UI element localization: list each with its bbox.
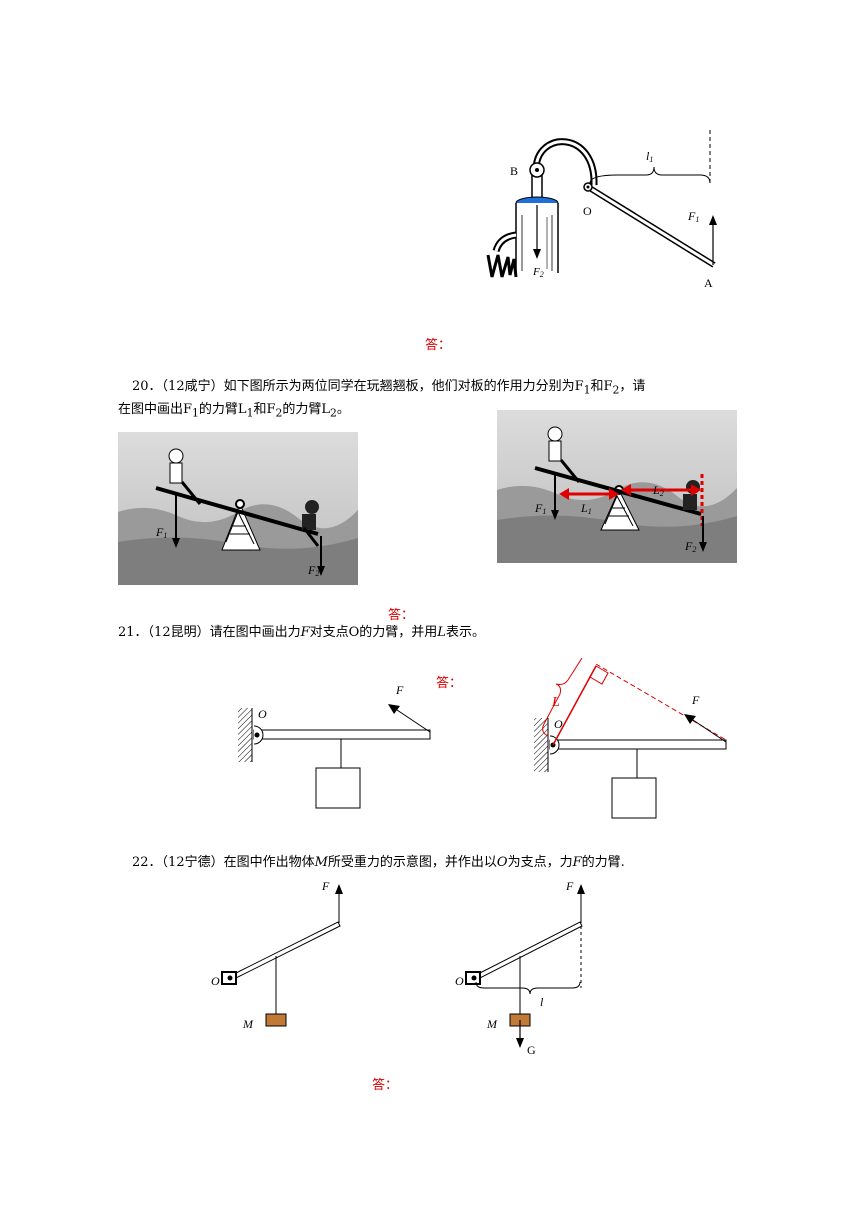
q20-question-text: 20．（12咸宁）如下图所示为两位同学在玩翘翘板，他们对板的作用力分别为F1和F… [132, 379, 646, 397]
svg-text:F1: F1 [534, 501, 546, 516]
q22-lever-answer-figure: F O l M G [455, 879, 585, 1057]
q19-pump-lever-figure: B O A l1 F1 F2 [486, 130, 717, 290]
q21-left-label-F: F [395, 683, 404, 697]
q19-label-O: O [583, 204, 592, 218]
q19-label-A: A [704, 276, 713, 290]
q21-left-label-O: O [258, 707, 267, 721]
svg-text:L2: L2 [652, 483, 664, 498]
answer-label-22: 答： [372, 1078, 399, 1093]
q20-left-label-F2: F [307, 563, 316, 577]
svg-text:F2: F2 [684, 539, 696, 554]
q19-label-F1: F [687, 209, 696, 223]
q22-right-label-M: M [486, 1017, 498, 1031]
q21-right-label-O: O [554, 717, 563, 731]
q20-right-label-F2: F [684, 539, 693, 553]
q22-right-label-G: G [527, 1043, 536, 1057]
answer-label-19: 答： [425, 338, 452, 353]
q19-label-l1: l [646, 149, 650, 163]
q20-right-label-L2: L [652, 483, 660, 497]
q22-left-label-M: M [242, 1017, 254, 1031]
q22-right-label-F: F [565, 879, 574, 893]
svg-text:F1: F1 [687, 209, 699, 224]
svg-text:F1: F1 [155, 525, 167, 540]
answer-label-20: 答： [388, 608, 415, 623]
svg-text:F2: F2 [307, 563, 319, 578]
q21-right-label-F: F [691, 693, 700, 707]
q20-question-text-line2: 在图中画出F1的力臂L1和F2的力臂L2。 [118, 402, 350, 420]
q20-seesaw-figure: F1 F2 [118, 432, 358, 585]
svg-text:l1: l1 [646, 149, 653, 164]
q22-right-label-l: l [540, 995, 544, 1009]
q21-question-text: 21．（12昆明）请在图中画出力F对支点O的力臂，并用L表示。 [118, 625, 485, 640]
q22-left-label-F: F [321, 879, 330, 893]
answer-label-21: 答： [436, 676, 463, 691]
q21-lever-figure: O F [238, 683, 431, 809]
svg-text:F2: F2 [532, 266, 544, 279]
q20-right-label-F1: F [534, 501, 543, 515]
q20-left-label-F1: F [155, 525, 164, 539]
svg-text:L1: L1 [580, 501, 592, 516]
q22-right-label-O: O [455, 974, 464, 988]
q22-left-label-O: O [211, 974, 220, 988]
q20-seesaw-answer-figure: F1 L1 L2 F2 [497, 410, 737, 563]
q19-label-B: B [510, 164, 518, 178]
q22-lever-figure: F O M [211, 879, 343, 1031]
q22-question-text: 22．（12宁德）在图中作出物体M所受重力的示意图，并作出以O为支点，力F的力臂… [132, 855, 625, 870]
q21-lever-answer-figure: L O F [534, 657, 727, 819]
q19-label-F2: F [532, 266, 540, 278]
q20-right-label-L1: L [580, 501, 588, 515]
q21-right-label-L: L [551, 695, 560, 710]
